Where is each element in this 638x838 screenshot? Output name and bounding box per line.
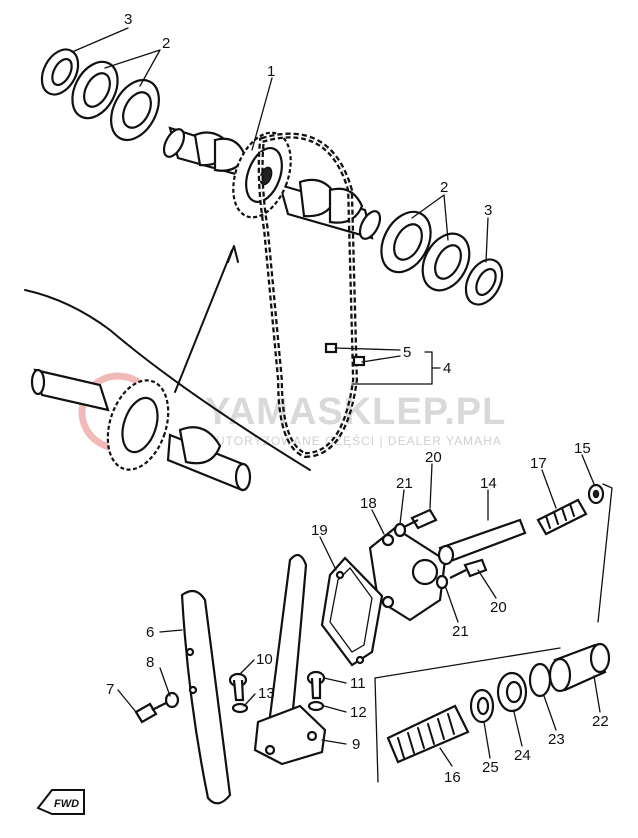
callout-3-top-left: 3	[124, 11, 132, 28]
chain-guides	[134, 553, 327, 805]
bolt-lower	[449, 558, 488, 579]
bolt-7	[134, 701, 169, 724]
inset-camshaft	[30, 368, 252, 492]
callout-23: 23	[548, 731, 565, 748]
fwd-arrow-icon: FWD	[36, 789, 85, 815]
collar-24	[496, 671, 528, 713]
callout-19: 19	[311, 522, 328, 539]
washer-upper	[393, 522, 407, 538]
fwd-label: FWD	[54, 798, 79, 810]
chain-tensioner-assembly	[320, 483, 613, 783]
camshaft-assembly	[40, 48, 504, 306]
bearing-left-1	[71, 60, 119, 120]
callout-16: 16	[444, 769, 461, 786]
callout-20-top: 20	[425, 449, 442, 466]
washer-25	[469, 688, 495, 724]
callout-20-bottom: 20	[490, 599, 507, 616]
callout-22: 22	[592, 713, 609, 730]
chain-guide-rear	[266, 553, 308, 742]
chain-guide-front	[180, 589, 232, 805]
callout-13: 13	[258, 685, 275, 702]
tensioner-spring	[536, 498, 588, 536]
washer-lower	[435, 574, 449, 590]
callout-6: 6	[146, 624, 154, 641]
washer-8	[164, 691, 180, 709]
bearing-right-2	[421, 232, 471, 292]
callout-14: 14	[480, 475, 497, 492]
callout-12: 12	[350, 704, 367, 721]
oil-seal-left	[40, 48, 80, 96]
long-spring	[386, 704, 470, 764]
callout-1: 1	[267, 63, 275, 80]
watermark-brand: YAMASKLEP.PL	[205, 391, 506, 433]
callout-11: 11	[350, 675, 366, 692]
callout-24: 24	[514, 747, 531, 764]
tensioner-spring-parts	[386, 642, 611, 764]
callout-15: 15	[574, 440, 591, 457]
bearing-right-1	[380, 210, 432, 274]
callout-2-top-left: 2	[162, 35, 170, 52]
callout-21-bottom: 21	[452, 623, 469, 640]
chain-joint-clip	[352, 355, 366, 367]
camshaft	[162, 126, 382, 240]
callout-numbers: 3 2 1 2 3 5 4 20 21 14 17 15 18 19 20 21…	[106, 11, 609, 786]
callout-3-right: 3	[484, 202, 492, 219]
callout-18: 18	[360, 495, 377, 512]
callout-9: 9	[352, 736, 360, 753]
callout-10: 10	[256, 651, 273, 668]
oil-seal-right	[464, 258, 504, 306]
callout-7: 7	[106, 681, 114, 698]
bolt-11	[306, 670, 326, 700]
cam-sprocket	[232, 131, 292, 219]
watermark: YAMASKLEP.PL AUTORYZOWANE CZĘŚCI | DEALE…	[78, 372, 506, 452]
leader-lines	[71, 27, 601, 767]
washer-12	[307, 700, 325, 712]
callout-5: 5	[403, 344, 411, 361]
cam-chain	[257, 132, 366, 459]
bolt-10	[228, 672, 248, 702]
callout-2-right: 2	[440, 179, 448, 196]
bearing-left-2	[110, 78, 160, 142]
watermark-tagline: AUTORYZOWANE CZĘŚCI | DEALER YAMAHA	[207, 433, 502, 448]
callout-21-top: 21	[396, 475, 413, 492]
cap-22	[548, 642, 611, 693]
callout-4: 4	[443, 360, 451, 377]
callout-25: 25	[482, 759, 499, 776]
callout-17: 17	[530, 455, 547, 472]
callout-8: 8	[146, 654, 154, 671]
inset-cam-view	[24, 245, 311, 492]
o-ring-23	[528, 662, 552, 698]
